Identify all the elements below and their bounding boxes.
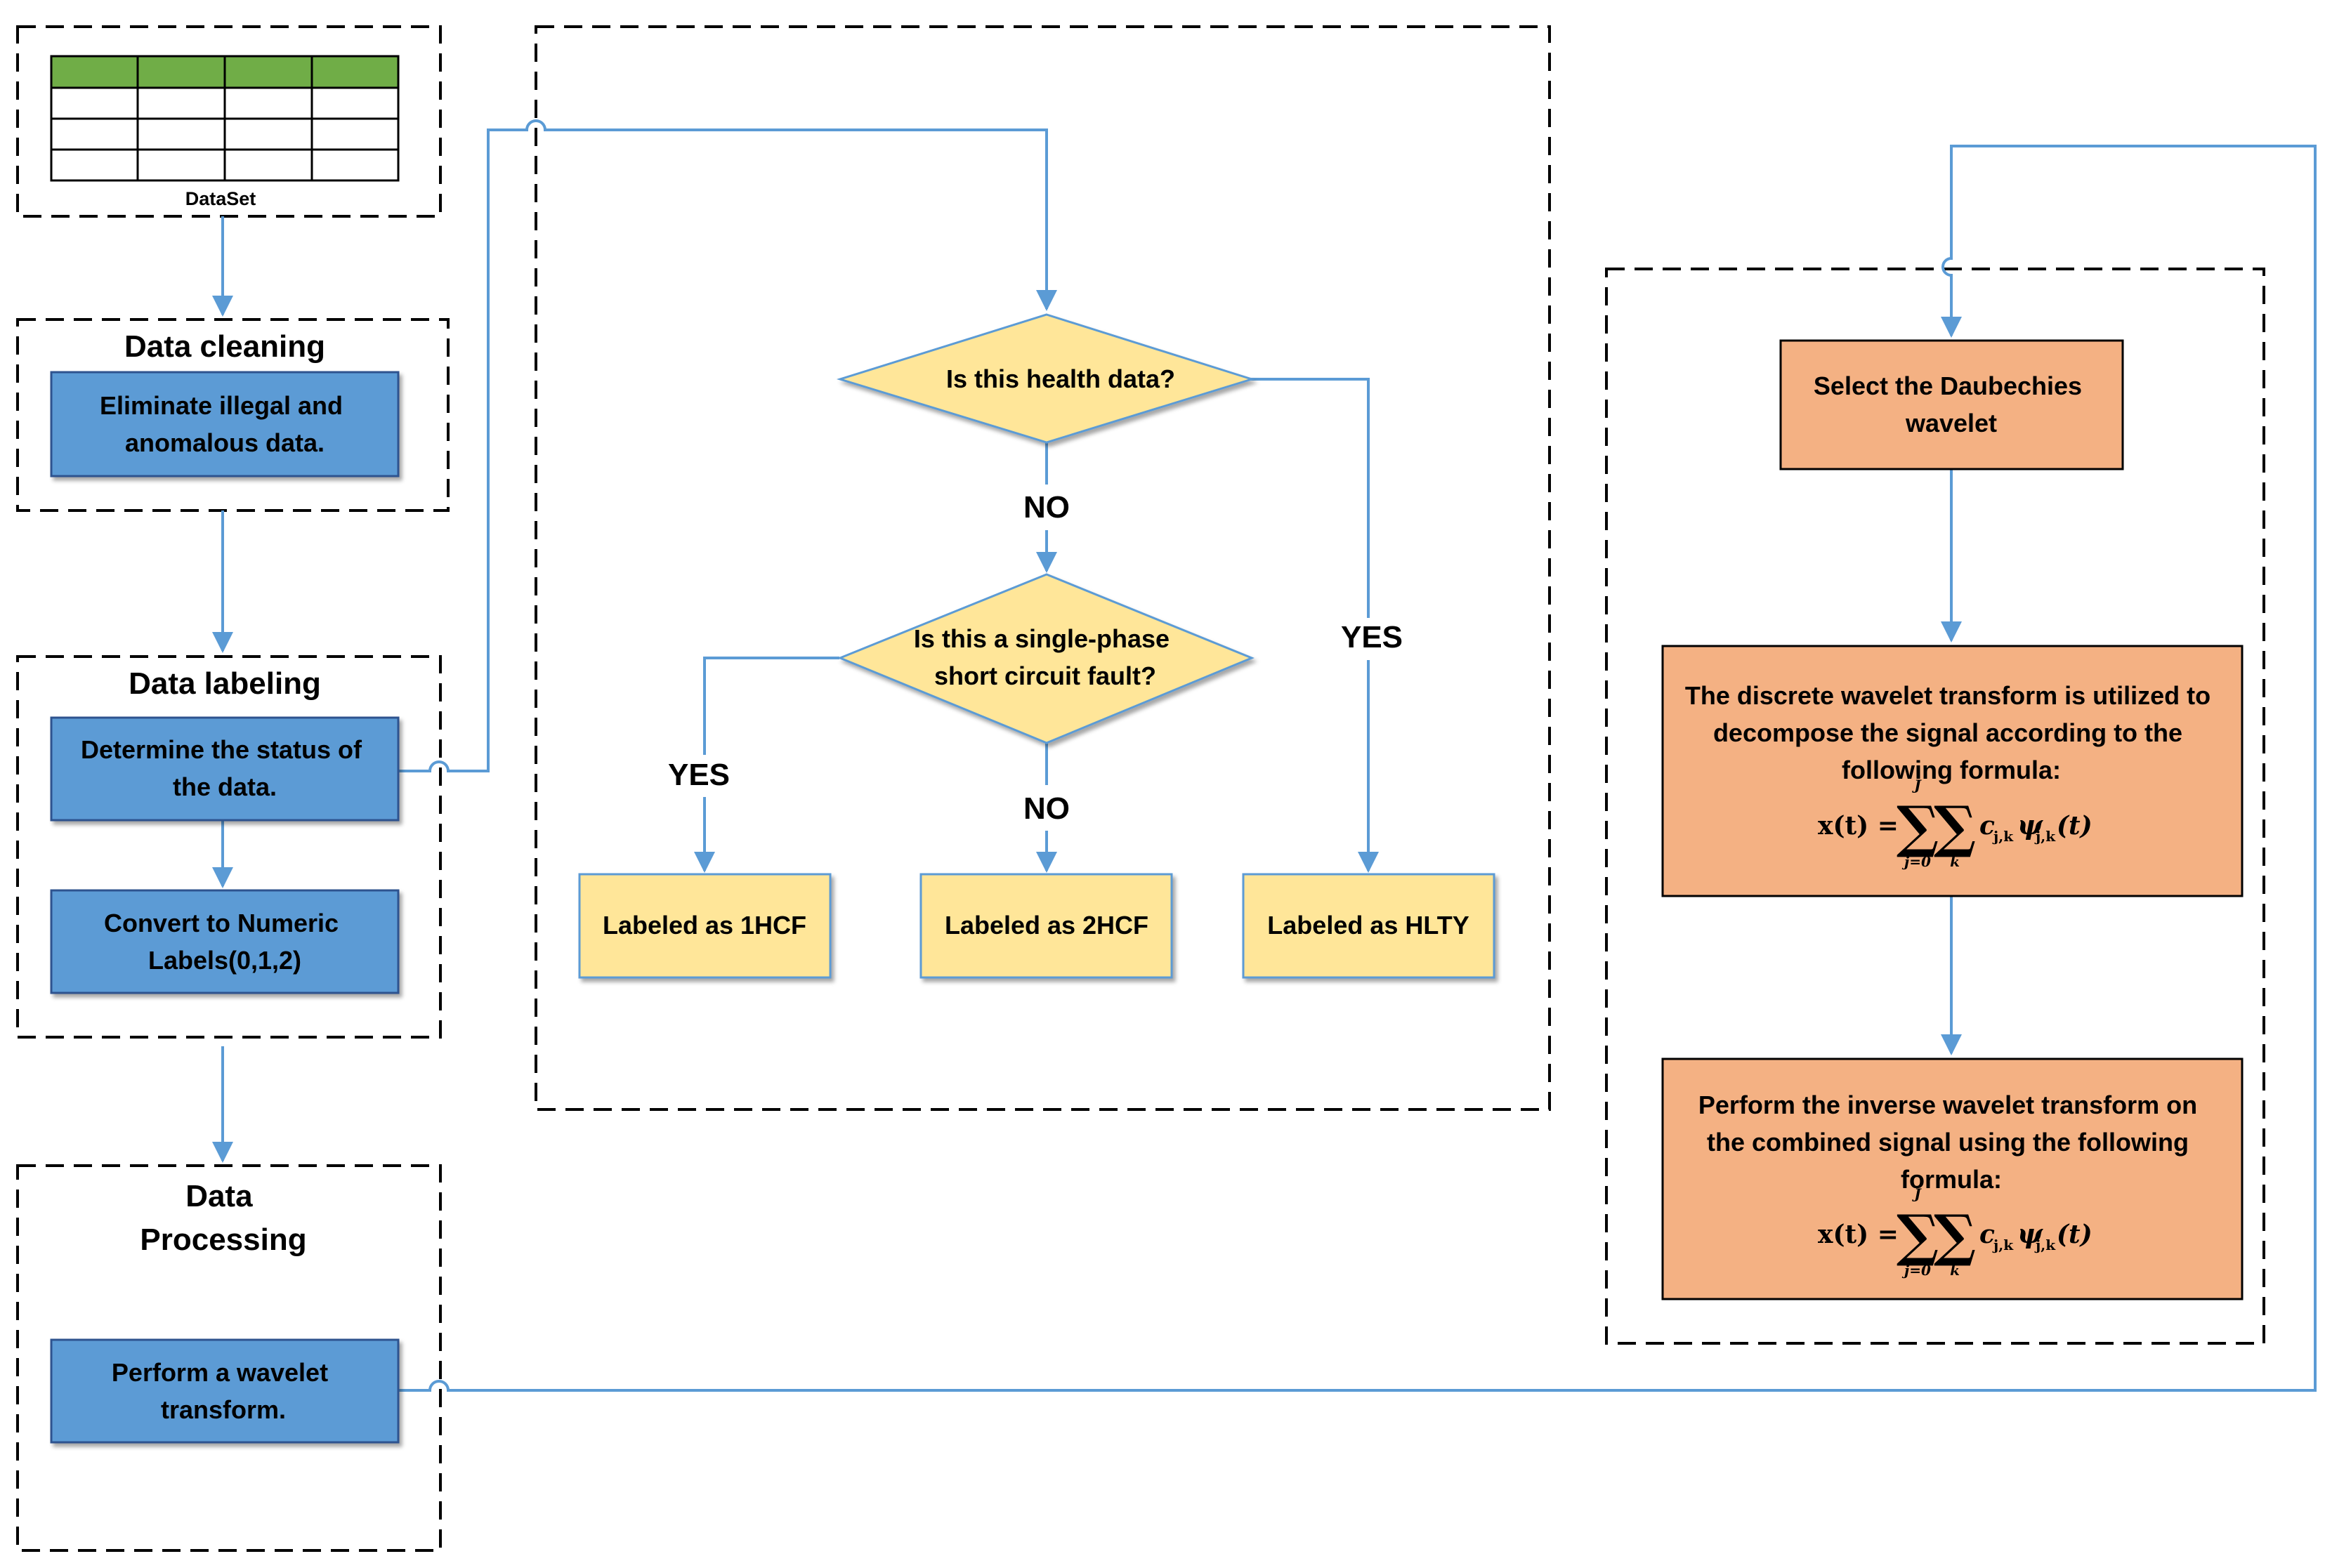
- inverse-line-2: the combined signal using the following: [1707, 1128, 2189, 1157]
- formula-2-psi-sub: j,k: [2034, 1237, 2056, 1253]
- wavelet-transform-box[interactable]: [50, 1338, 400, 1444]
- formula-1-lower-1: j=0: [1901, 853, 1931, 870]
- svg-text:Perform a wavelet transfor: Perform a wavelet transform.: [112, 1358, 335, 1424]
- svg-text:Convert to Numeric Labels(: Convert to Numeric Labels(0,1,2): [104, 909, 346, 975]
- idwt-formula: x(t) = ∑ J j=0 ∑ k c j,k ψ j,k (t): [1818, 1185, 2092, 1279]
- formula-2-lower-1: j=0: [1901, 1262, 1931, 1279]
- labeling-frame: [16, 655, 442, 1039]
- svg-text:The discrete wavelet transform: The discrete wavelet transform is utiliz…: [1685, 681, 2218, 784]
- decision-frame: [535, 25, 1551, 1111]
- svg-text:Data Processing: Data Processing: [140, 1179, 306, 1257]
- yes-label-1hcf: YES: [668, 758, 730, 792]
- convert-labels-box[interactable]: [50, 889, 400, 994]
- select-daubechies-box[interactable]: [1779, 339, 2124, 470]
- formula-2-lower-2: k: [1950, 1262, 1960, 1279]
- wavelet-frame: [1605, 268, 2265, 1345]
- svg-text:Perform the inverse wavelet tr: Perform the inverse wavelet transform on…: [1698, 1091, 2204, 1194]
- formula-1-psi: ψ: [2017, 809, 2043, 841]
- no-label-1: NO: [1023, 490, 1070, 525]
- formula-2-psi: ψ: [2017, 1218, 2043, 1249]
- single-phase-line-2: short circuit fault?: [934, 661, 1156, 690]
- processing-title-line-2: Processing: [140, 1223, 306, 1257]
- eliminate-box[interactable]: [50, 371, 400, 477]
- decompose-line-2: decompose the signal according to the: [1713, 718, 2182, 747]
- formula-2-c: c: [1979, 1220, 1995, 1249]
- connector-q1-yes-hlty: [1250, 378, 1370, 618]
- svg-text:Select the Daubechies wave: Select the Daubechies wavelet: [1814, 371, 2089, 437]
- health-data-question: Is this health data?: [946, 364, 1175, 393]
- formula-1-sum-1: ∑: [1897, 793, 1939, 859]
- dataset-label: DataSet: [185, 188, 256, 209]
- determine-status-box[interactable]: [50, 716, 400, 822]
- svg-text:Eliminate illegal and anom: Eliminate illegal and anomalous data.: [100, 391, 350, 457]
- labeling-title: Data labeling: [129, 666, 321, 701]
- dwt-formula: x(t) = ∑ J j=0 ∑ k c j,k ψ j,k (t): [1818, 777, 2092, 870]
- eliminate-line-2: anomalous data.: [125, 428, 325, 457]
- select-line-2: wavelet: [1905, 409, 1997, 437]
- formula-1-psi-sub: j,k: [2034, 828, 2056, 845]
- health-data-diamond[interactable]: [836, 313, 1256, 444]
- wavelet-transform-line-2: transform.: [161, 1395, 286, 1424]
- cleaning-title: Data cleaning: [124, 329, 325, 364]
- labeled-2hcf-box[interactable]: [919, 873, 1173, 979]
- connector-q2-yes-1hcf: [703, 657, 839, 755]
- decompose-line-3: following formula:: [1842, 756, 2061, 784]
- single-phase-line-1: Is this a single-phase: [914, 624, 1170, 653]
- convert-line-2: Labels(0,1,2): [148, 946, 301, 975]
- formula-2-upper: J: [1911, 1185, 1922, 1202]
- formula-2-sum-2: ∑: [1934, 1202, 1976, 1268]
- labeled-hlty-box[interactable]: [1242, 873, 1495, 979]
- yes-label-hlty: YES: [1341, 620, 1403, 654]
- inverse-wavelet-box[interactable]: [1661, 1058, 2244, 1300]
- single-phase-diamond[interactable]: [837, 573, 1255, 744]
- labeled-hlty-text: Labeled as HLTY: [1267, 911, 1469, 940]
- inverse-line-3: formula:: [1901, 1165, 2002, 1194]
- formula-1-c: c: [1979, 811, 1995, 841]
- svg-text:Determine the status of th: Determine the status of the data.: [81, 735, 369, 801]
- formula-1-upper: J: [1911, 777, 1922, 793]
- formula-2-arg: (t): [2057, 1220, 2092, 1249]
- formula-2-lhs: x(t) =: [1818, 1220, 1899, 1249]
- labeled-1hcf-text: Labeled as 1HCF: [603, 911, 806, 940]
- formula-2-c-sub: j,k: [1992, 1237, 2014, 1253]
- dataset-frame: [16, 25, 442, 218]
- wavelet-transform-line-1: Perform a wavelet: [112, 1358, 328, 1387]
- formula-1-arg: (t): [2057, 811, 2092, 841]
- formula-1-lhs: x(t) =: [1818, 811, 1899, 841]
- decompose-line-1: The discrete wavelet transform is utiliz…: [1685, 681, 2211, 710]
- labeled-2hcf-text: Labeled as 2HCF: [945, 911, 1148, 940]
- inverse-line-1: Perform the inverse wavelet transform on: [1698, 1091, 2197, 1119]
- determine-line-2: the data.: [173, 772, 277, 801]
- select-line-1: Select the Daubechies: [1814, 371, 2082, 400]
- formula-1-sum-2: ∑: [1934, 793, 1976, 859]
- no-label-2: NO: [1023, 791, 1070, 826]
- processing-title-line-1: Data: [185, 1179, 253, 1213]
- convert-line-1: Convert to Numeric: [104, 909, 339, 937]
- svg-text:Is this a single-phase sho: Is this a single-phase short circuit fau…: [914, 624, 1177, 690]
- determine-line-1: Determine the status of: [81, 735, 362, 764]
- connector-processing-wavelet: [398, 145, 2317, 1392]
- processing-frame: [16, 1164, 442, 1552]
- formula-1-c-sub: j,k: [1992, 828, 2014, 845]
- dataset-table-icon: [50, 55, 400, 182]
- labeled-1hcf-box[interactable]: [578, 873, 832, 979]
- formula-2-sum-1: ∑: [1897, 1202, 1939, 1268]
- dwt-decompose-box[interactable]: [1661, 645, 2244, 897]
- formula-1-lower-2: k: [1950, 853, 1960, 870]
- eliminate-line-1: Eliminate illegal and: [100, 391, 343, 420]
- connector-determine-decision: [398, 119, 1057, 772]
